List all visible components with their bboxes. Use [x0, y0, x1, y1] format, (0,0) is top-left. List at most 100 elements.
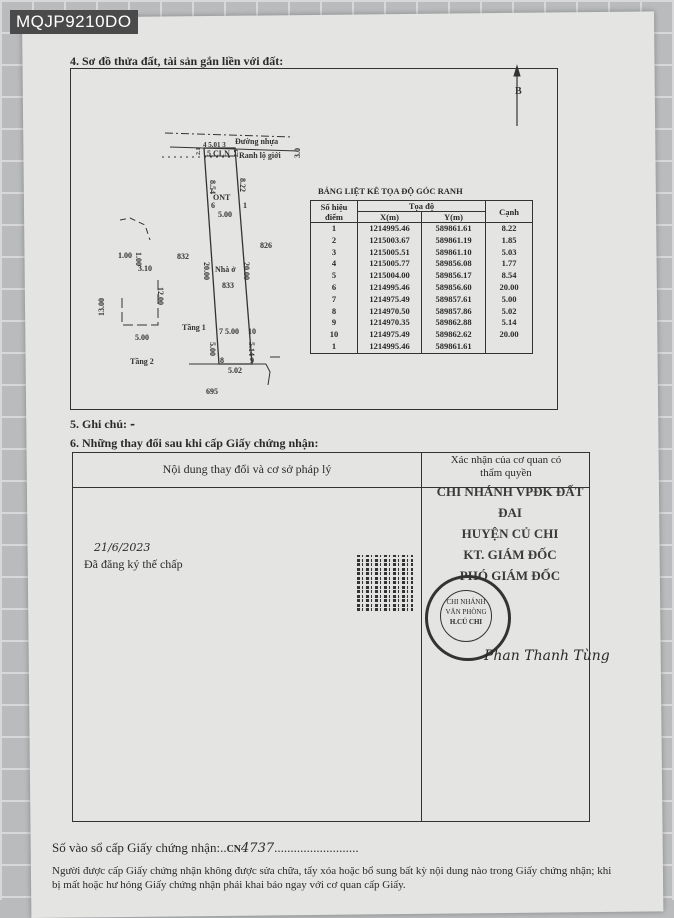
floor2-dim-b: 1.00	[134, 252, 143, 266]
road-edge-line	[169, 146, 299, 152]
neighbor-bottom: 695	[206, 387, 218, 396]
seal-line-1: CHI NHÁNH	[446, 598, 486, 606]
point-9: 9	[250, 356, 254, 365]
point-6: 6	[211, 201, 215, 210]
coord-cell-c: 5.03	[485, 246, 533, 259]
coord-cell-p: 7	[310, 293, 358, 306]
signer-name: Phan Thanh Tùng	[484, 648, 610, 664]
coord-cell-c: 8.22	[485, 222, 533, 235]
house-label: Nhà ở	[215, 265, 236, 274]
coord-cell-p: 9	[310, 317, 358, 330]
register-prefix: CN	[226, 844, 242, 855]
seal-line-3: H.CỦ CHI	[449, 618, 483, 626]
floor2-dim-d: 13.00	[97, 298, 106, 316]
coord-cell-y: 589861.61	[421, 340, 486, 354]
coord-cell-x: 1214975.49	[357, 293, 422, 306]
col-authority-header: Xác nhận của cơ quan có thẩm quyền	[450, 454, 562, 479]
coord-cell-c: 20.00	[485, 281, 533, 294]
neighbor-right: 826	[260, 241, 272, 250]
coord-cell-x: 1214975.49	[357, 329, 422, 341]
official-seal: CHI NHÁNH VĂN PHÒNG H.CỦ CHI	[425, 575, 511, 661]
floor2-dim-c: 3.10	[138, 264, 152, 273]
coord-cell-x: 1215003.67	[357, 234, 422, 247]
header-y: Y(m)	[421, 211, 486, 223]
neighbor-boundary	[265, 363, 271, 386]
footer-notice: Người được cấp Giấy chứng nhận không đượ…	[52, 865, 612, 891]
bottom-width: 5.02	[228, 366, 242, 375]
coord-cell-p: 2	[310, 234, 358, 247]
neighbor-left: 832	[177, 252, 189, 261]
point-8: 8	[220, 356, 224, 365]
coord-cell-p: 5	[310, 270, 358, 282]
seal-inner: CHI NHÁNH VĂN PHÒNG H.CỦ CHI	[440, 590, 492, 642]
dim-right-short: 2.5	[234, 150, 240, 158]
coord-cell-c: 5.00	[485, 293, 533, 306]
column-divider	[421, 453, 422, 821]
coord-cell-p: 10	[310, 329, 358, 341]
coord-cell-c: 5.02	[485, 305, 533, 318]
side-left-top: 8.54	[208, 180, 217, 194]
coord-cell-c: 20.00	[485, 329, 533, 341]
coord-cell-x: 1215005.51	[357, 246, 422, 259]
authority-line-2: HUYỆN CỦ CHI	[461, 526, 559, 541]
left-bottom: 5.00	[208, 342, 217, 356]
road-line	[164, 132, 294, 138]
coord-cell-y: 589857.86	[421, 305, 486, 318]
point-10: 10	[248, 327, 256, 336]
entry-date: 21/6/2023	[94, 541, 151, 554]
coord-cell-c: 1.77	[485, 258, 533, 271]
register-label: Số vào sổ cấp Giấy chứng nhận:..	[52, 840, 227, 855]
coord-cell-y: 589861.61	[421, 222, 486, 235]
floor2-dim-a: 1.00	[118, 251, 132, 260]
right-bottom: 5.14	[247, 342, 256, 356]
floor2-dim-f: 5.00	[135, 333, 149, 342]
entry-text: Đã đăng ký thế chấp	[84, 557, 183, 571]
authority-line-3: KT. GIÁM ĐỐC	[463, 547, 557, 562]
header-edge: Cạnh	[485, 200, 533, 223]
qr-code	[357, 555, 413, 611]
changes-header-row	[73, 453, 589, 488]
coord-cell-x: 1215004.00	[357, 270, 422, 282]
coord-cell-x: 1214995.46	[357, 222, 422, 235]
coord-cell-y: 589861.10	[421, 246, 486, 259]
coord-cell-p: 8	[310, 305, 358, 318]
section4-title: 4. Sơ đồ thửa đất, tài sản gắn liền với …	[70, 54, 284, 68]
register-line: Số vào sổ cấp Giấy chứng nhận:..CN4737..…	[52, 840, 359, 856]
watermark-id: MQJP9210DO	[10, 10, 138, 34]
parcel-number: 833	[222, 281, 234, 290]
coord-cell-c: 5.14	[485, 317, 533, 330]
header-x: X(m)	[357, 211, 422, 223]
coord-cell-y: 589856.17	[421, 270, 486, 282]
coord-cell-y: 589862.88	[421, 317, 486, 330]
floor1-label: Tầng 1	[182, 323, 206, 332]
coord-cell-y: 589862.62	[421, 329, 486, 341]
header-coord: Tọa độ	[357, 200, 486, 212]
header-point: Số hiệu điểm	[310, 200, 358, 223]
north-arrowhead-icon	[513, 64, 521, 77]
point-1: 1	[243, 201, 247, 210]
coord-cell-c	[485, 340, 533, 354]
coord-cell-p: 6	[310, 281, 358, 294]
coord-cell-p: 1	[310, 340, 358, 354]
floor2-dim-e: 12.00	[156, 287, 165, 305]
note-label: 5. Ghi chú:	[70, 417, 128, 431]
changes-table: Nội dung thay đổi và cơ sở pháp lý Xác n…	[72, 452, 590, 822]
land-type-label: ONT	[213, 193, 231, 202]
floor2-sketch	[119, 217, 151, 241]
coord-cell-p: 4	[310, 258, 358, 271]
coord-cell-y: 589856.60	[421, 281, 486, 294]
cln-label: 5 CLN	[207, 149, 230, 158]
inner-width: 5.00	[218, 210, 232, 219]
side-right-mid: 20.00	[242, 262, 251, 280]
